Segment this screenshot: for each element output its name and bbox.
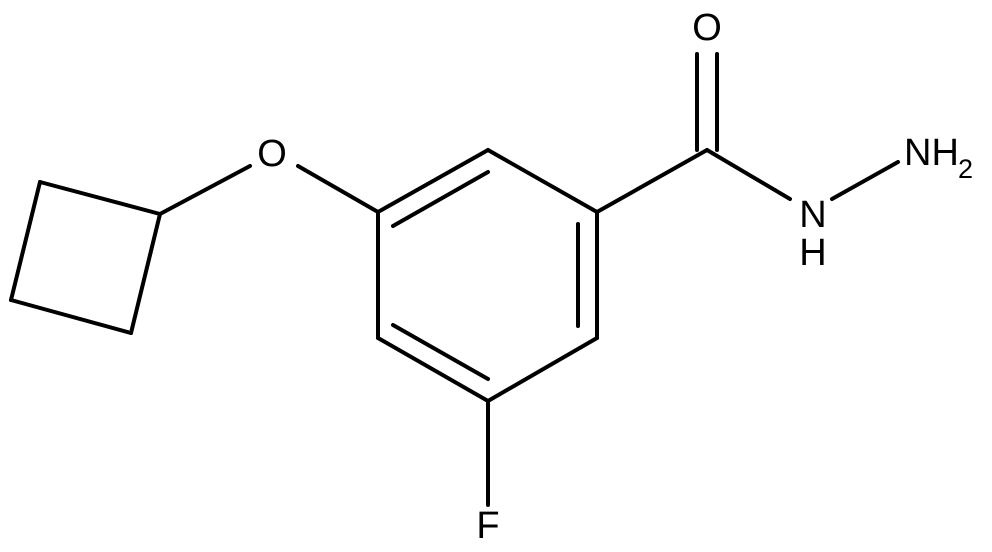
bond-ring-carbonyl-c bbox=[595, 148, 709, 214]
fluorine-label: F bbox=[476, 505, 499, 547]
bond-c-n bbox=[705, 148, 792, 201]
amide-nitrogen-label: N bbox=[799, 194, 826, 236]
ether-oxygen-label: O bbox=[257, 133, 287, 175]
bond-ring-5-inner bbox=[391, 323, 490, 381]
bond-cb-1 bbox=[38, 180, 162, 216]
bond-ring-5 bbox=[376, 336, 490, 403]
bond-ring-1-inner bbox=[391, 170, 490, 228]
bond-ring-4 bbox=[486, 336, 599, 403]
bond-cb-2 bbox=[129, 212, 162, 335]
terminal-nh-label: NH bbox=[904, 132, 959, 174]
bond-n-n bbox=[830, 160, 900, 201]
nh2-subscript-label: 2 bbox=[958, 154, 973, 184]
bond-ring-2 bbox=[486, 148, 599, 214]
bond-cb-4 bbox=[9, 180, 42, 302]
carbonyl-oxygen-label: O bbox=[692, 7, 722, 49]
benzene-ring bbox=[376, 148, 599, 403]
bond-cb-3 bbox=[9, 298, 133, 335]
bond-ring-1 bbox=[376, 148, 490, 214]
amide-hydrogen-label: H bbox=[799, 232, 826, 274]
bond-cb-o bbox=[158, 164, 252, 216]
bond-o-ring bbox=[296, 164, 380, 214]
cyclobutyl-ring bbox=[9, 180, 162, 335]
